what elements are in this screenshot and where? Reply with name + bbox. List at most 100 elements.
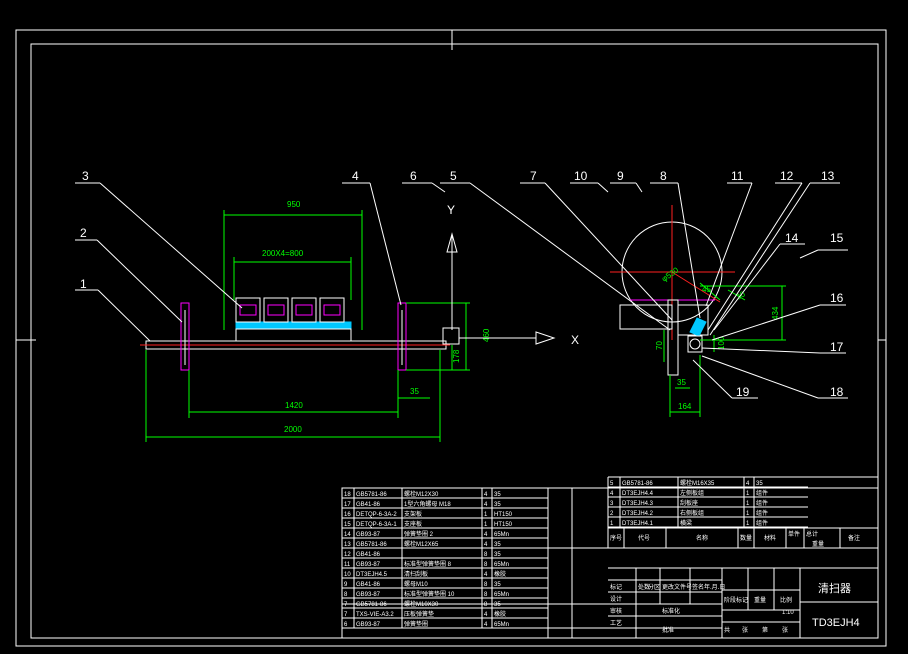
stage-mark: 阶段标记 [724,596,748,604]
scraper-strip [235,321,352,330]
conveyor-frame [619,304,673,330]
bom-left-cell-mat: HT150 [494,522,513,528]
bom-right-cell-name: 左侧板组 [680,489,704,497]
bom-left-cell-code: GB5781-86 [356,492,387,498]
drum-radius [671,271,721,303]
sig-process: 工艺 [610,619,622,627]
bom-left-cell-code: GB5781-86 [356,542,387,548]
sig-std: 标准化 [662,607,680,615]
bom-left-cell-no: 15 [344,522,351,528]
bom-left-cell-mat: 橡胶 [494,570,506,578]
balloon-9: 9 [617,169,624,183]
dim-35b: 35 [677,378,686,387]
bom-left-cell-name: 螺母M10 [404,580,428,588]
bom-left-cell-code: GB93-87 [356,562,381,568]
leaders [75,182,848,399]
blade-1 [235,297,261,323]
bom-left-cell-code: DETQP-6-3A-2 [356,512,397,518]
clamp-block [687,335,703,353]
hdr-single: 单件 [788,530,800,538]
balloon-12: 12 [780,169,794,183]
bom-left-cell-mat: 35 [494,602,501,608]
blade-seat [235,328,352,342]
bom-right-cell-no: 3 [610,501,614,507]
bom-left-cell-qty: 8 [484,562,488,568]
stage-weight: 重量 [754,596,766,604]
bom-left-cell-code: GB41-86 [356,582,381,588]
bom-left-cell-no: 10 [344,572,351,578]
balloon-labels: 1 2 3 4 5 6 7 8 9 10 11 12 13 14 15 16 1… [80,169,844,399]
bom-left-cell-name: 支座板 [404,520,422,528]
balloon-17: 17 [830,340,844,354]
balloon-6: 6 [410,169,417,183]
bom-left-cell-qty: 8 [484,582,488,588]
dim-950: 950 [287,200,301,209]
bom-left-cell-qty: 1 [484,512,488,518]
bom-left-cell-code: TXS-VIE-A3.2 [356,612,394,618]
bom-left-cell-no: 11 [344,562,351,568]
bom-left-cell-mat: 65Mn [494,622,509,628]
bom-left-cell-qty: 8 [484,602,488,608]
rev-file: 更改文件号 [662,583,692,591]
bom-left-cell-qty: 4 [484,492,488,498]
sig-review: 审核 [610,607,622,615]
hdr-no: 序号 [610,534,622,542]
bom-header: 序号 代号 名称 数量 材料 单件 总计 重量 备注 [608,527,878,548]
bom-left-cell-name: 标准型弹簧垫圈 8 [404,560,452,568]
bom-left-cell-code: GB41-86 [356,552,381,558]
balloon-3: 3 [82,169,89,183]
hdr-name: 名称 [696,534,708,542]
dim-178: 178 [452,349,461,363]
dim-2000: 2000 [284,425,302,434]
bom-frame [341,476,879,639]
bom-right-cell-code: GB5781-86 [622,481,653,487]
bom-left-cell-qty: 4 [484,612,488,618]
sig-approve: 批准 [662,626,674,634]
bom-left-cell-code: DETQP-6-3A-1 [356,522,397,528]
axis-y-label: Y [447,203,455,217]
bom-left-cell-code: GB93-87 [356,592,381,598]
front-view: 950 200X4=800 1420 2000 35 460 178 [140,200,491,442]
balloon-2: 2 [80,226,87,240]
rev-date: 年.月.日 [704,583,725,591]
blade-3 [291,297,317,323]
bom-left-cell-code: GB41-86 [356,502,381,508]
bom-right-cell-mat: 35 [756,481,763,487]
balloon-5: 5 [450,169,457,183]
bom-left-cell-name: 螺栓M12X65 [404,540,439,548]
bom-left-cell-no: 12 [344,552,351,558]
balloon-14: 14 [785,231,799,245]
bom-right-cell-name: 刮板座 [680,499,698,507]
sheet-no-unit: 张 [782,626,788,634]
blade-2 [263,297,289,323]
bom-left-cell-qty: 4 [484,542,488,548]
bom-right-cell-no: 1 [610,521,614,527]
dim-434: 434 [771,306,780,320]
bom-left-cell-qty: 4 [484,532,488,538]
balloon-19: 19 [736,385,750,399]
side-support [667,299,679,376]
balloon-13: 13 [821,169,835,183]
bom-left-cell-mat: 35 [494,542,501,548]
rev-sign: 签名 [692,583,704,591]
dim-164: 164 [678,402,692,411]
bom-left-cell-name: 清扫刮板 [404,570,428,578]
dim-530: φ530 [660,265,681,283]
bom-left-cell-qty: 8 [484,552,488,558]
drawing-number: TD3EJH4 [812,617,860,629]
bom-right-cell-mat: 组件 [756,489,768,497]
bom-left-cell-code: GB5781-86 [356,602,387,608]
bom-left-cell-no: 17 [344,502,351,508]
mount-plate [677,304,709,336]
